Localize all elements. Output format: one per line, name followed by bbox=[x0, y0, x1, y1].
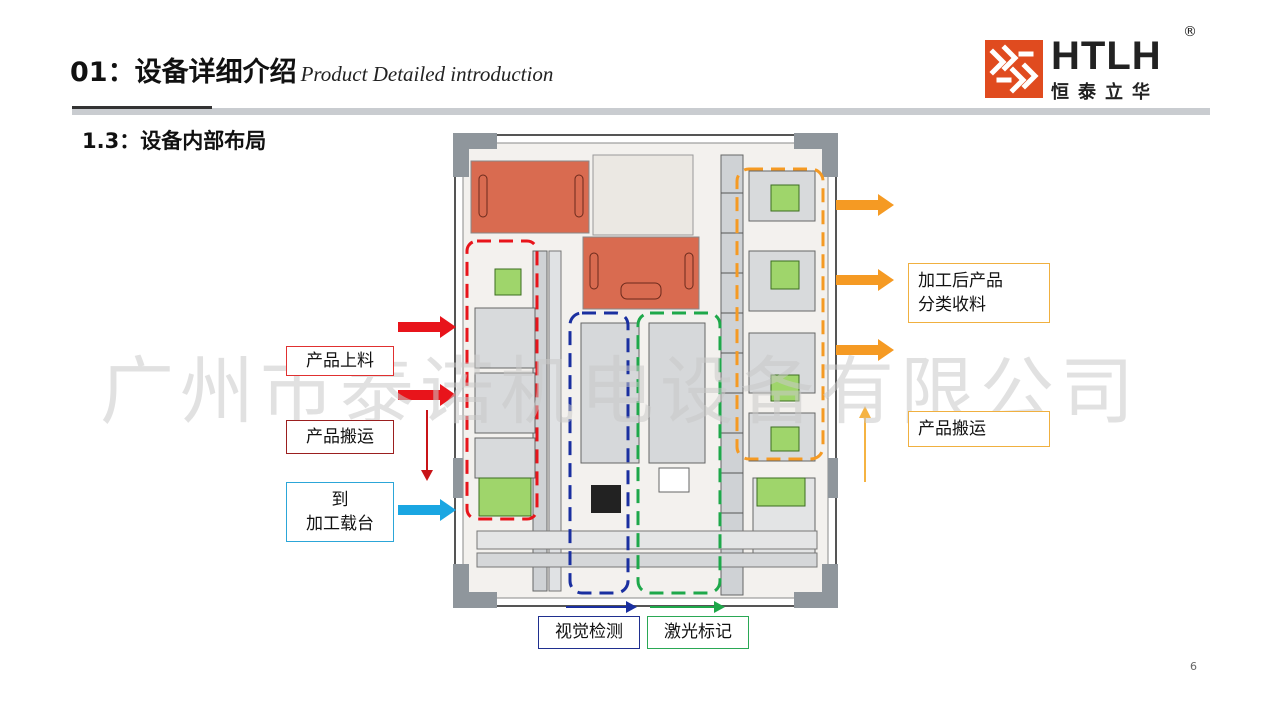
label-to-stage: 到 加工载台 bbox=[286, 482, 394, 542]
output-arrow-3-icon bbox=[836, 339, 894, 361]
label-product-feed: 产品上料 bbox=[286, 346, 394, 376]
page-subtitle: Product Detailed introduction bbox=[300, 62, 554, 86]
logo-chinese-name: 恒泰立华 bbox=[1051, 82, 1159, 103]
label-product-feed-text: 产品上料 bbox=[306, 351, 374, 371]
to-stage-arrow-icon bbox=[398, 499, 456, 521]
label-product-transfer-right: 产品搬运 bbox=[908, 411, 1050, 447]
company-logo: HTLH 恒泰立华 ® bbox=[985, 24, 1205, 103]
label-vision-inspection: 视觉检测 bbox=[538, 616, 640, 649]
vision-flow-arrow-icon bbox=[566, 601, 637, 613]
output-arrow-1-icon bbox=[836, 194, 894, 216]
label-laser-marking: 激光标记 bbox=[647, 616, 749, 649]
header-rule-accent bbox=[72, 106, 212, 109]
down-arrow-icon bbox=[421, 410, 433, 481]
label-vision-inspection-text: 视觉检测 bbox=[555, 622, 623, 642]
logo-mark-icon bbox=[985, 40, 1043, 98]
label-product-transfer-left: 产品搬运 bbox=[286, 420, 394, 454]
label-laser-marking-text: 激光标记 bbox=[664, 622, 732, 642]
label-sorted-output-line1: 加工后产品 bbox=[918, 271, 1003, 291]
feed-arrow-icon bbox=[398, 316, 456, 338]
equipment-layout-diagram bbox=[453, 133, 838, 608]
section-title: 1.3：设备内部布局 bbox=[82, 129, 267, 153]
up-arrow-icon bbox=[859, 406, 871, 482]
label-to-stage-line1: 到 bbox=[331, 490, 349, 510]
label-to-stage-line2: 加工载台 bbox=[306, 514, 374, 534]
header-rule bbox=[72, 108, 1210, 115]
label-product-transfer-right-text: 产品搬运 bbox=[918, 419, 986, 439]
registered-mark: ® bbox=[1183, 24, 1197, 40]
output-arrow-2-icon bbox=[836, 269, 894, 291]
page-title: 01：设备详细介绍 bbox=[70, 57, 297, 88]
page-number: 6 bbox=[1190, 660, 1197, 673]
transfer-arrow-left-icon bbox=[398, 384, 456, 406]
logo-wordmark: HTLH bbox=[1051, 34, 1162, 78]
label-sorted-output-line2: 分类收料 bbox=[918, 295, 986, 315]
laser-flow-arrow-icon bbox=[650, 601, 725, 613]
label-product-transfer-left-text: 产品搬运 bbox=[306, 427, 374, 447]
label-sorted-output: 加工后产品 分类收料 bbox=[908, 263, 1050, 323]
